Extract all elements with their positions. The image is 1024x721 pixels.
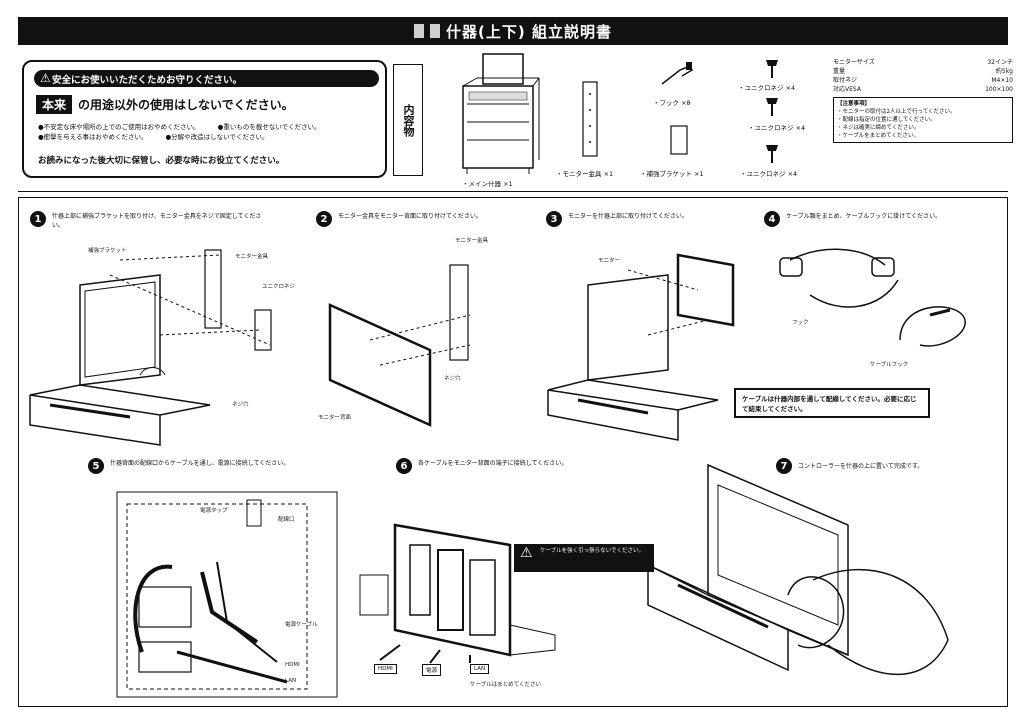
warning-bullet: ●不安定な床や場所の上でのご使用はおやめください。 xyxy=(38,123,200,131)
section-divider xyxy=(18,191,1008,192)
warning-triangle-icon: ⚠ xyxy=(520,545,533,561)
monitor-bracket-illustration xyxy=(582,81,598,157)
spec-notes-title: 【注意事項】 xyxy=(837,101,871,107)
document-title-bar: 什器(上下) 組立説明書 xyxy=(18,17,1008,45)
step-text-5: 什器背面の配線口からケーブルを通し、電源に接続してください。 xyxy=(110,460,290,467)
brand-logo xyxy=(414,24,425,38)
part-label-screw-1: ・ユニクロネジ ×4 xyxy=(738,84,796,92)
step-text-1: 什器上部に補強ブラケットを取り付け、モニター金具をネジで固定してください。 xyxy=(52,213,262,229)
safety-warning-box: ⚠ 安全にお使いいただくためお守りください。 本来 の用途以外の使用はしないでく… xyxy=(22,60,387,178)
step1-label: モニター金具 xyxy=(235,254,269,260)
warning-emphasis: 本来 xyxy=(36,95,73,114)
warning-bullet: ●重いものを載せないでください。 xyxy=(217,123,321,131)
step-number-2: 2 xyxy=(316,211,332,227)
reinforcement-plate-illustration xyxy=(670,125,688,155)
step6-warning: ⚠ ケーブルを強く引っ張らないでください。 xyxy=(514,544,654,572)
step5-label: 電源ケーブル xyxy=(285,622,318,628)
step3-illustration xyxy=(547,253,735,441)
warning-triangle-icon: ⚠ xyxy=(40,71,51,85)
step3-label: モニター xyxy=(598,258,621,264)
spec-note: ・ネジは確実に締めてください。 xyxy=(837,125,920,131)
spec-notes-box: 【注意事項】 ・モニターの取付は2人以上で行ってください。 ・配線は指定の位置に… xyxy=(833,97,1013,143)
spec-key: モニターサイズ xyxy=(833,59,875,66)
step5-label: HDMI xyxy=(285,662,300,668)
warning-main-line: 本来 の用途以外の使用はしないでください。 xyxy=(36,95,294,114)
spec-value: M4×10 xyxy=(991,77,1013,84)
step6-illustration xyxy=(359,523,556,664)
spec-note: ・モニターの取付は2人以上で行ってください。 xyxy=(837,109,956,115)
step4-label: ケーブルフック xyxy=(870,362,909,368)
step-text-3: モニターを什器上部に取り付けてください。 xyxy=(568,213,688,220)
spec-key: 取付ネジ xyxy=(833,77,858,84)
spec-value: 32インチ xyxy=(987,59,1013,66)
step4-label: フック xyxy=(792,320,809,326)
part-label-hook: ・フック ×8 xyxy=(653,99,691,107)
step-number-7: 7 xyxy=(776,458,792,474)
step-text-7: コントローラーを什器の上に置いて完成です。 xyxy=(798,463,924,470)
step2-label: モニター背面 xyxy=(318,415,352,421)
step5-illustration xyxy=(116,491,338,698)
step2-label: モニター金具 xyxy=(455,238,489,244)
warning-bullet: ●衝撃を与える事はおやめください。 xyxy=(38,133,148,141)
step-number-6: 6 xyxy=(396,458,412,474)
step6-tag: LAN xyxy=(470,664,490,674)
step-text-6: 各ケーブルをモニター背面の端子に接続してください。 xyxy=(418,460,568,467)
part-label-bracket: ・モニター金具 ×1 xyxy=(556,170,614,178)
step-number-5: 5 xyxy=(88,458,104,474)
screw-icon xyxy=(766,145,778,163)
step6-tag: HDMI xyxy=(374,664,397,674)
screw-icon xyxy=(766,98,778,116)
hook-illustration xyxy=(661,62,693,85)
spec-note: ・配線は指定の位置に通してください。 xyxy=(837,117,936,123)
spec-key: 対応VESA xyxy=(833,86,861,93)
spec-value: 100×100 xyxy=(985,86,1013,93)
contents-label: 内容物 xyxy=(393,64,423,176)
step-text-2: モニター金具をモニター背面に取り付けてください。 xyxy=(338,213,482,220)
step1-illustration xyxy=(29,249,272,446)
step2-label: ネジ穴 xyxy=(444,376,461,382)
step5-label: 配線口 xyxy=(278,517,295,523)
spec-key: 重量 xyxy=(833,68,846,75)
step-number-3: 3 xyxy=(546,211,562,227)
brand-mark xyxy=(430,24,441,38)
step6-tag: 電源 xyxy=(422,664,442,676)
step1-label: ユニクロネジ xyxy=(262,284,296,290)
warning-footer: お読みになった後大切に保管し、必要な時にお役立てください。 xyxy=(38,156,285,166)
warning-main-text: の用途以外の使用はしないでください。 xyxy=(78,98,294,112)
step2-illustration xyxy=(328,264,471,427)
part-label-plate: ・補強ブラケット ×1 xyxy=(640,170,704,178)
step5-label: LAN xyxy=(285,678,297,684)
warning-bullet: ●分解や改造はしないでください。 xyxy=(165,133,269,141)
step1-label: ネジ穴 xyxy=(232,402,249,408)
step5-label: 電源タップ xyxy=(200,508,228,514)
screw-icon xyxy=(766,60,778,78)
document-title: 什器(上下) 組立説明書 xyxy=(446,22,612,41)
step1-label: 補強ブラケット xyxy=(88,248,127,254)
step-text-4: ケーブル類をまとめ、ケーブルフックに掛けてください。 xyxy=(786,213,942,220)
warning-headline-text: 安全にお使いいただくためお守りください。 xyxy=(52,74,243,86)
step6-warning-text: ケーブルを強く引っ張らないでください。 xyxy=(540,548,645,554)
step6-label: ケーブルはまとめてください xyxy=(470,682,542,688)
spec-note: ・ケーブルをまとめてください。 xyxy=(837,133,920,139)
part-label-screw-2: ・ユニクロネジ ×4 xyxy=(748,124,806,132)
step7-illustration xyxy=(647,463,949,676)
spec-panel: モニターサイズ 32インチ 重量 約5kg 取付ネジ M4×10 対応VESA 100×… xyxy=(833,58,1013,143)
assembly-steps-frame xyxy=(18,197,1008,707)
part-label-screw-3: ・ユニクロネジ ×4 xyxy=(740,170,798,178)
step-number-4: 4 xyxy=(764,211,780,227)
warning-bullets: ●不安定な床や場所の上でのご使用はおやめください。 ●重いものを載せないでくださ… xyxy=(38,122,378,142)
part-label-main: ・メイン什器 ×1 xyxy=(462,180,513,188)
spec-value: 約5kg xyxy=(995,68,1013,75)
step4-notice: ケーブルは什器内部を通して配線してください。必要に応じて結束してください。 xyxy=(734,388,930,418)
step4-illustration xyxy=(779,248,966,347)
warning-headline: ⚠ 安全にお使いいただくためお守りください。 xyxy=(34,70,379,87)
step-number-1: 1 xyxy=(30,211,46,227)
main-fixture-illustration xyxy=(462,53,540,174)
